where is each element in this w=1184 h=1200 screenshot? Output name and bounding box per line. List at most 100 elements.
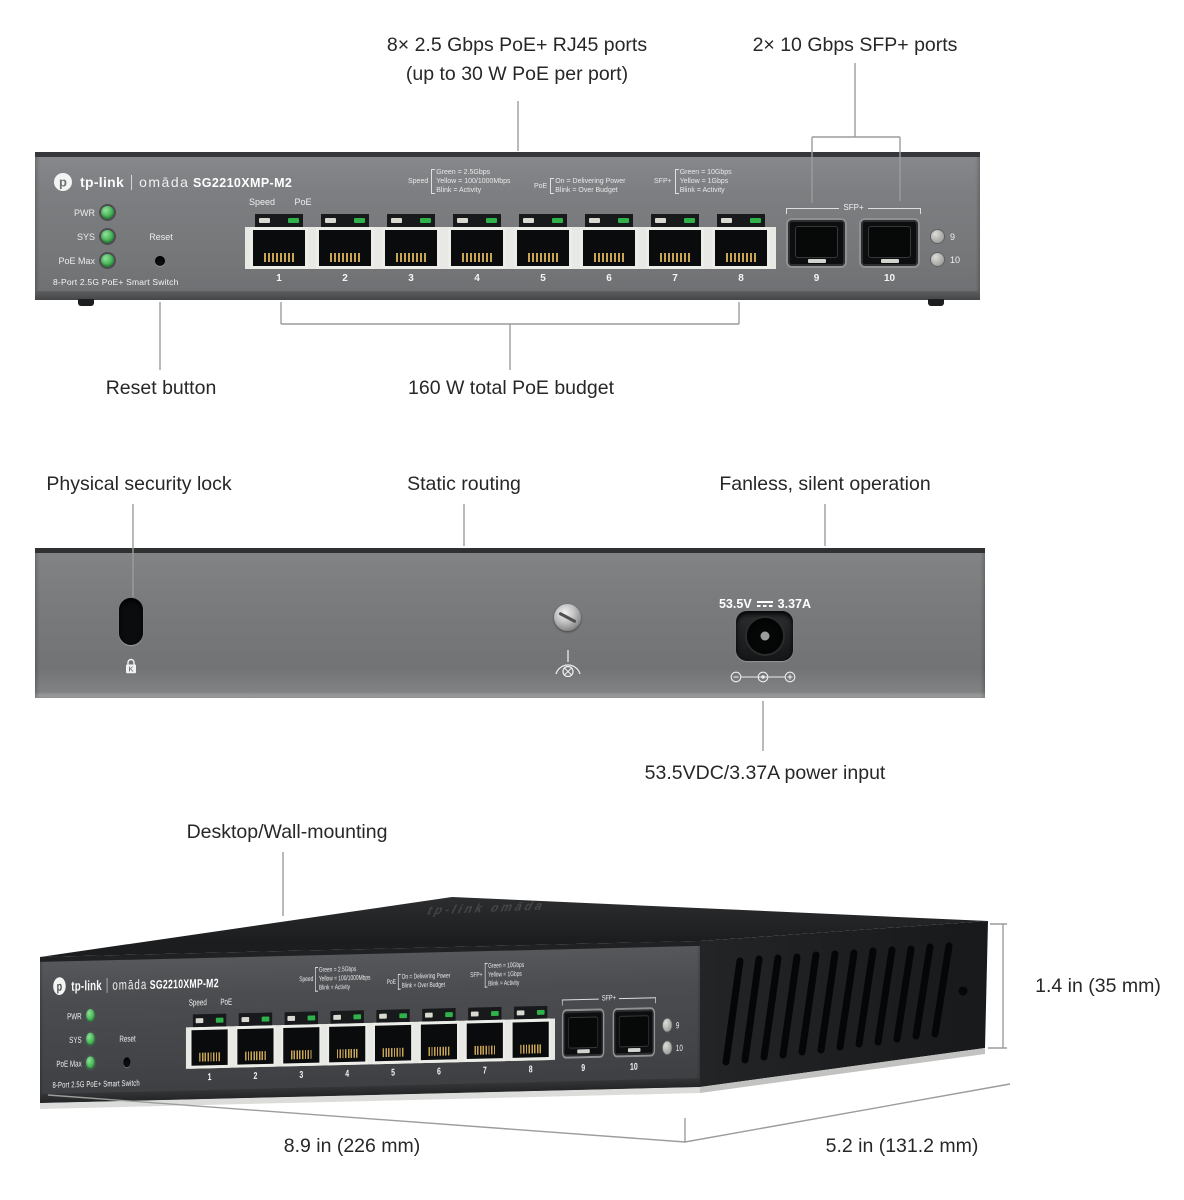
brand-sub: omāda xyxy=(139,174,190,190)
port-poe-led xyxy=(486,218,497,223)
port-number: 8 xyxy=(528,1064,533,1076)
speed-column-label: Speed xyxy=(248,197,276,207)
port-speed-led xyxy=(589,218,600,223)
reset-label: Reset xyxy=(149,232,173,242)
annotation-fanless: Fanless, silent operation xyxy=(719,473,931,495)
dc-power-jack xyxy=(736,611,793,661)
port-number: 3 xyxy=(299,1069,304,1081)
rj45-jack xyxy=(250,227,308,269)
rj45-port xyxy=(510,1005,551,1061)
rj45-pins xyxy=(396,253,426,262)
rj45-port xyxy=(189,1013,230,1069)
sfp-legend: SFP+ Green = 10Gbps Yellow = 1Gbps Blink… xyxy=(654,169,732,194)
port-led-window xyxy=(585,214,633,227)
rj45-pins xyxy=(330,253,360,262)
model-number: SG2210XMP-M2 xyxy=(193,176,293,190)
rj45-jack xyxy=(514,227,572,269)
sfp-cage xyxy=(561,1008,605,1059)
svg-text:K: K xyxy=(128,665,133,674)
port-number: 6 xyxy=(436,1066,441,1078)
sfp-cage xyxy=(786,218,847,268)
reset-button xyxy=(123,1057,131,1068)
port-speed-led xyxy=(325,218,336,223)
rj45-port xyxy=(327,1010,368,1066)
sfp-group-bracket: SFP+ xyxy=(786,203,922,214)
rj45-port xyxy=(712,214,770,269)
rj45-pins xyxy=(660,253,690,262)
side-mount-hole xyxy=(958,986,968,996)
annotation-power-input: 53.5VDC/3.37A power input xyxy=(644,762,886,784)
port-speed-led xyxy=(523,218,534,223)
sfp-led-block: 9 10 xyxy=(931,230,960,276)
port-poe-led xyxy=(288,218,299,223)
port-led-window xyxy=(321,214,369,227)
rj45-port xyxy=(580,214,638,269)
power-volts: 53.5V xyxy=(718,597,752,611)
sfp-port-number: 10 xyxy=(630,1061,638,1073)
rj45-jack xyxy=(448,227,506,269)
port-speed-led xyxy=(655,218,666,223)
port-led-window xyxy=(255,214,303,227)
port-speed-led xyxy=(259,218,270,223)
brand-name: tp-link xyxy=(71,977,102,994)
annotation-rj45-ports-line1: 8× 2.5 Gbps PoE+ RJ45 ports xyxy=(386,34,648,56)
sfp-cage xyxy=(859,218,920,268)
rj45-pins xyxy=(462,253,492,262)
led-poe-max-indicator xyxy=(101,254,114,267)
ground-symbol-icon xyxy=(555,650,581,678)
port-number: 2 xyxy=(253,1071,258,1082)
annotation-mounting: Desktop/Wall-mounting xyxy=(186,821,388,843)
annotation-static-routing: Static routing xyxy=(407,473,521,495)
led-pwr-indicator xyxy=(101,206,114,219)
port-number: 5 xyxy=(540,273,546,284)
led-poe-max: PoE Max xyxy=(43,254,114,267)
rj45-port xyxy=(372,1009,414,1065)
port-led-window xyxy=(453,214,501,227)
annotation-reset-button: Reset button xyxy=(105,377,217,399)
poe-legend: PoE On = Delivering Power Blink = Over B… xyxy=(534,178,626,194)
port-poe-led xyxy=(420,218,431,223)
port-number: 2 xyxy=(342,273,348,284)
rj45-pins xyxy=(528,253,558,262)
brand-name: tp-link xyxy=(80,174,125,190)
rj45-jack xyxy=(580,227,638,269)
port-speed-led xyxy=(721,218,732,223)
port-poe-led xyxy=(750,218,761,223)
sfp-group-label: SFP+ xyxy=(843,203,864,212)
speed-legend: Speed Green = 2.5Gbps Yellow = 100/1000M… xyxy=(408,169,511,194)
rj45-pins xyxy=(726,253,756,262)
sfp-cage xyxy=(612,1007,656,1058)
rj45-port xyxy=(250,214,308,269)
rubber-foot xyxy=(928,299,944,306)
product-tagline: 8-Port 2.5G PoE+ Smart Switch xyxy=(53,277,179,287)
annotation-rj45-ports-line2: (up to 30 W PoE per port) xyxy=(405,63,629,85)
brand-divider xyxy=(131,174,133,190)
port-led-window xyxy=(519,214,567,227)
rj45-pins xyxy=(264,253,294,262)
rj45-port xyxy=(464,1006,505,1063)
rj45-port xyxy=(316,214,374,269)
led-sys: SYS xyxy=(43,230,114,243)
dc-symbol-icon xyxy=(756,600,773,608)
led-sys-indicator xyxy=(101,230,114,243)
switch-front-view: p tp-link omāda SG2210XMP-M2 PWR SYS PoE… xyxy=(35,152,980,300)
port-poe-led xyxy=(684,218,695,223)
poe-column-label: PoE xyxy=(294,197,312,207)
port-number: 8 xyxy=(738,273,744,284)
rubber-foot xyxy=(78,299,94,306)
sfp-led-10-indicator xyxy=(931,253,944,266)
dimension-height-label: 1.4 in (35 mm) xyxy=(1035,975,1161,997)
sfp-cages xyxy=(786,218,920,268)
port-number: 4 xyxy=(474,273,480,284)
rj45-port-row xyxy=(250,214,770,269)
annotation-sfp-ports: 2× 10 Gbps SFP+ ports xyxy=(752,34,958,56)
annotation-poe-budget: 160 W total PoE budget xyxy=(408,377,614,399)
sfp-port-number: 9 xyxy=(581,1063,586,1075)
port-led-window xyxy=(717,214,765,227)
port-number: 1 xyxy=(276,273,282,284)
reset-button xyxy=(155,256,165,266)
rj45-pins xyxy=(594,253,624,262)
sfp-led-10: 10 xyxy=(931,253,960,266)
